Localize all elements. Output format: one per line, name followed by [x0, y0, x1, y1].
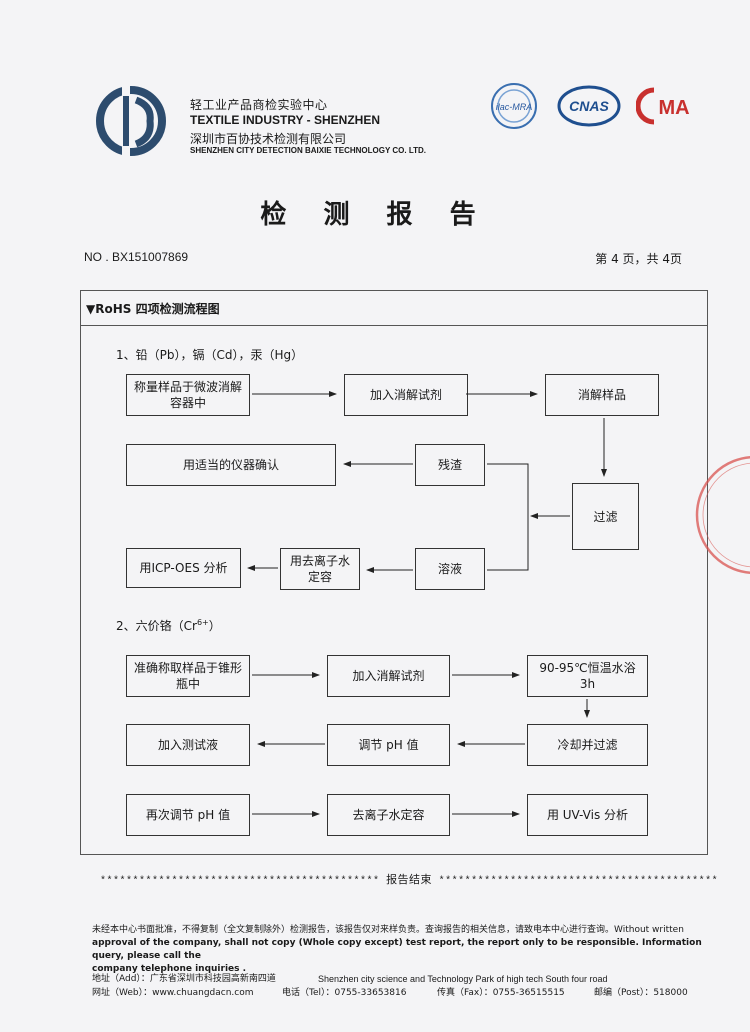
p1-digest-box: 消解样品 [545, 374, 659, 416]
report-title: 检 测 报 告 [260, 200, 490, 230]
company-logo [96, 86, 166, 156]
part1-heading: 1、铅（Pb），镉（Cd），汞（Hg） [116, 348, 304, 362]
p1-solution-box: 溶液 [415, 548, 485, 590]
p1-dilute-box: 用去离子水定容 [280, 548, 360, 590]
section-header-bar [80, 290, 708, 326]
ilac-mra-logo: ilac-MRA [491, 83, 537, 129]
org-name-cn: 轻工业产品商检实验中心 [190, 98, 328, 112]
page-info: 第 4 页，共 4页 [595, 252, 682, 266]
footer-fax: 传真（Fax）：0755-36515515 [437, 988, 565, 998]
svg-text:CNAS: CNAS [569, 98, 609, 114]
footer-notice: 未经本中心书面批准，不得复制（全文复制除外）检测报告，该报告仅对来样负责。查询报… [92, 925, 702, 974]
p1-icp-box: 用ICP-OES 分析 [126, 548, 241, 588]
footer-address-en: Shenzhen city science and Technology Par… [318, 974, 608, 984]
cma-logo: MA [636, 87, 690, 125]
company-name-en: SHENZHEN CITY DETECTION BAIXIE TECHNOLOG… [190, 146, 427, 155]
p1-confirm-box: 用适当的仪器确认 [126, 444, 336, 486]
p2-cool-box: 冷却并过滤 [527, 724, 648, 766]
p1-residue-box: 残渣 [415, 444, 485, 486]
svg-text:MA: MA [658, 97, 689, 119]
p2-weigh-box: 准确称取样品于锥形瓶中 [126, 655, 250, 697]
p2-add-test-box: 加入测试液 [126, 724, 250, 766]
p1-add-reagent-box: 加入消解试剂 [344, 374, 468, 416]
p2-ph-box: 调节 pH 值 [327, 724, 450, 766]
footer-post: 邮编（Post）：518000 [594, 988, 688, 998]
report-end-mark: ****************************************… [100, 873, 719, 887]
flowchart-frame [80, 290, 708, 855]
svg-text:ilac-MRA: ilac-MRA [496, 102, 533, 112]
footer-tel: 电话（Tel）：0755-33653816 [282, 988, 407, 998]
p2-uv-box: 用 UV-Vis 分析 [527, 794, 648, 836]
company-name-cn: 深圳市百协技术检测有限公司 [190, 132, 347, 146]
p1-weigh-box: 称量样品于微波消解容器中 [126, 374, 250, 416]
report-number: NO . BX151007869 [84, 250, 189, 264]
footer-web: 网址（Web）：www.chuangdacn.com [92, 988, 254, 998]
p2-water-bath-box: 90-95℃恒温水浴 3h [527, 655, 648, 697]
cnas-logo: CNAS [557, 85, 621, 127]
part2-heading: 2、六价铬（Cr6+） [116, 618, 221, 633]
section-title: ▼RoHS 四项检测流程图 [86, 302, 220, 316]
p2-ph-again-box: 再次调节 pH 值 [126, 794, 250, 836]
branch-line [487, 463, 529, 571]
red-seal-stamp [695, 455, 750, 575]
p2-dilute-box: 去离子水定容 [327, 794, 450, 836]
p1-filter-box: 过滤 [572, 483, 639, 550]
footer-address-cn: 地址（Add）：广东省深圳市科技园高新南四道 [92, 974, 276, 984]
p2-add-reagent-box: 加入消解试剂 [327, 655, 450, 697]
org-name-en: TEXTILE INDUSTRY - SHENZHEN [190, 113, 381, 127]
